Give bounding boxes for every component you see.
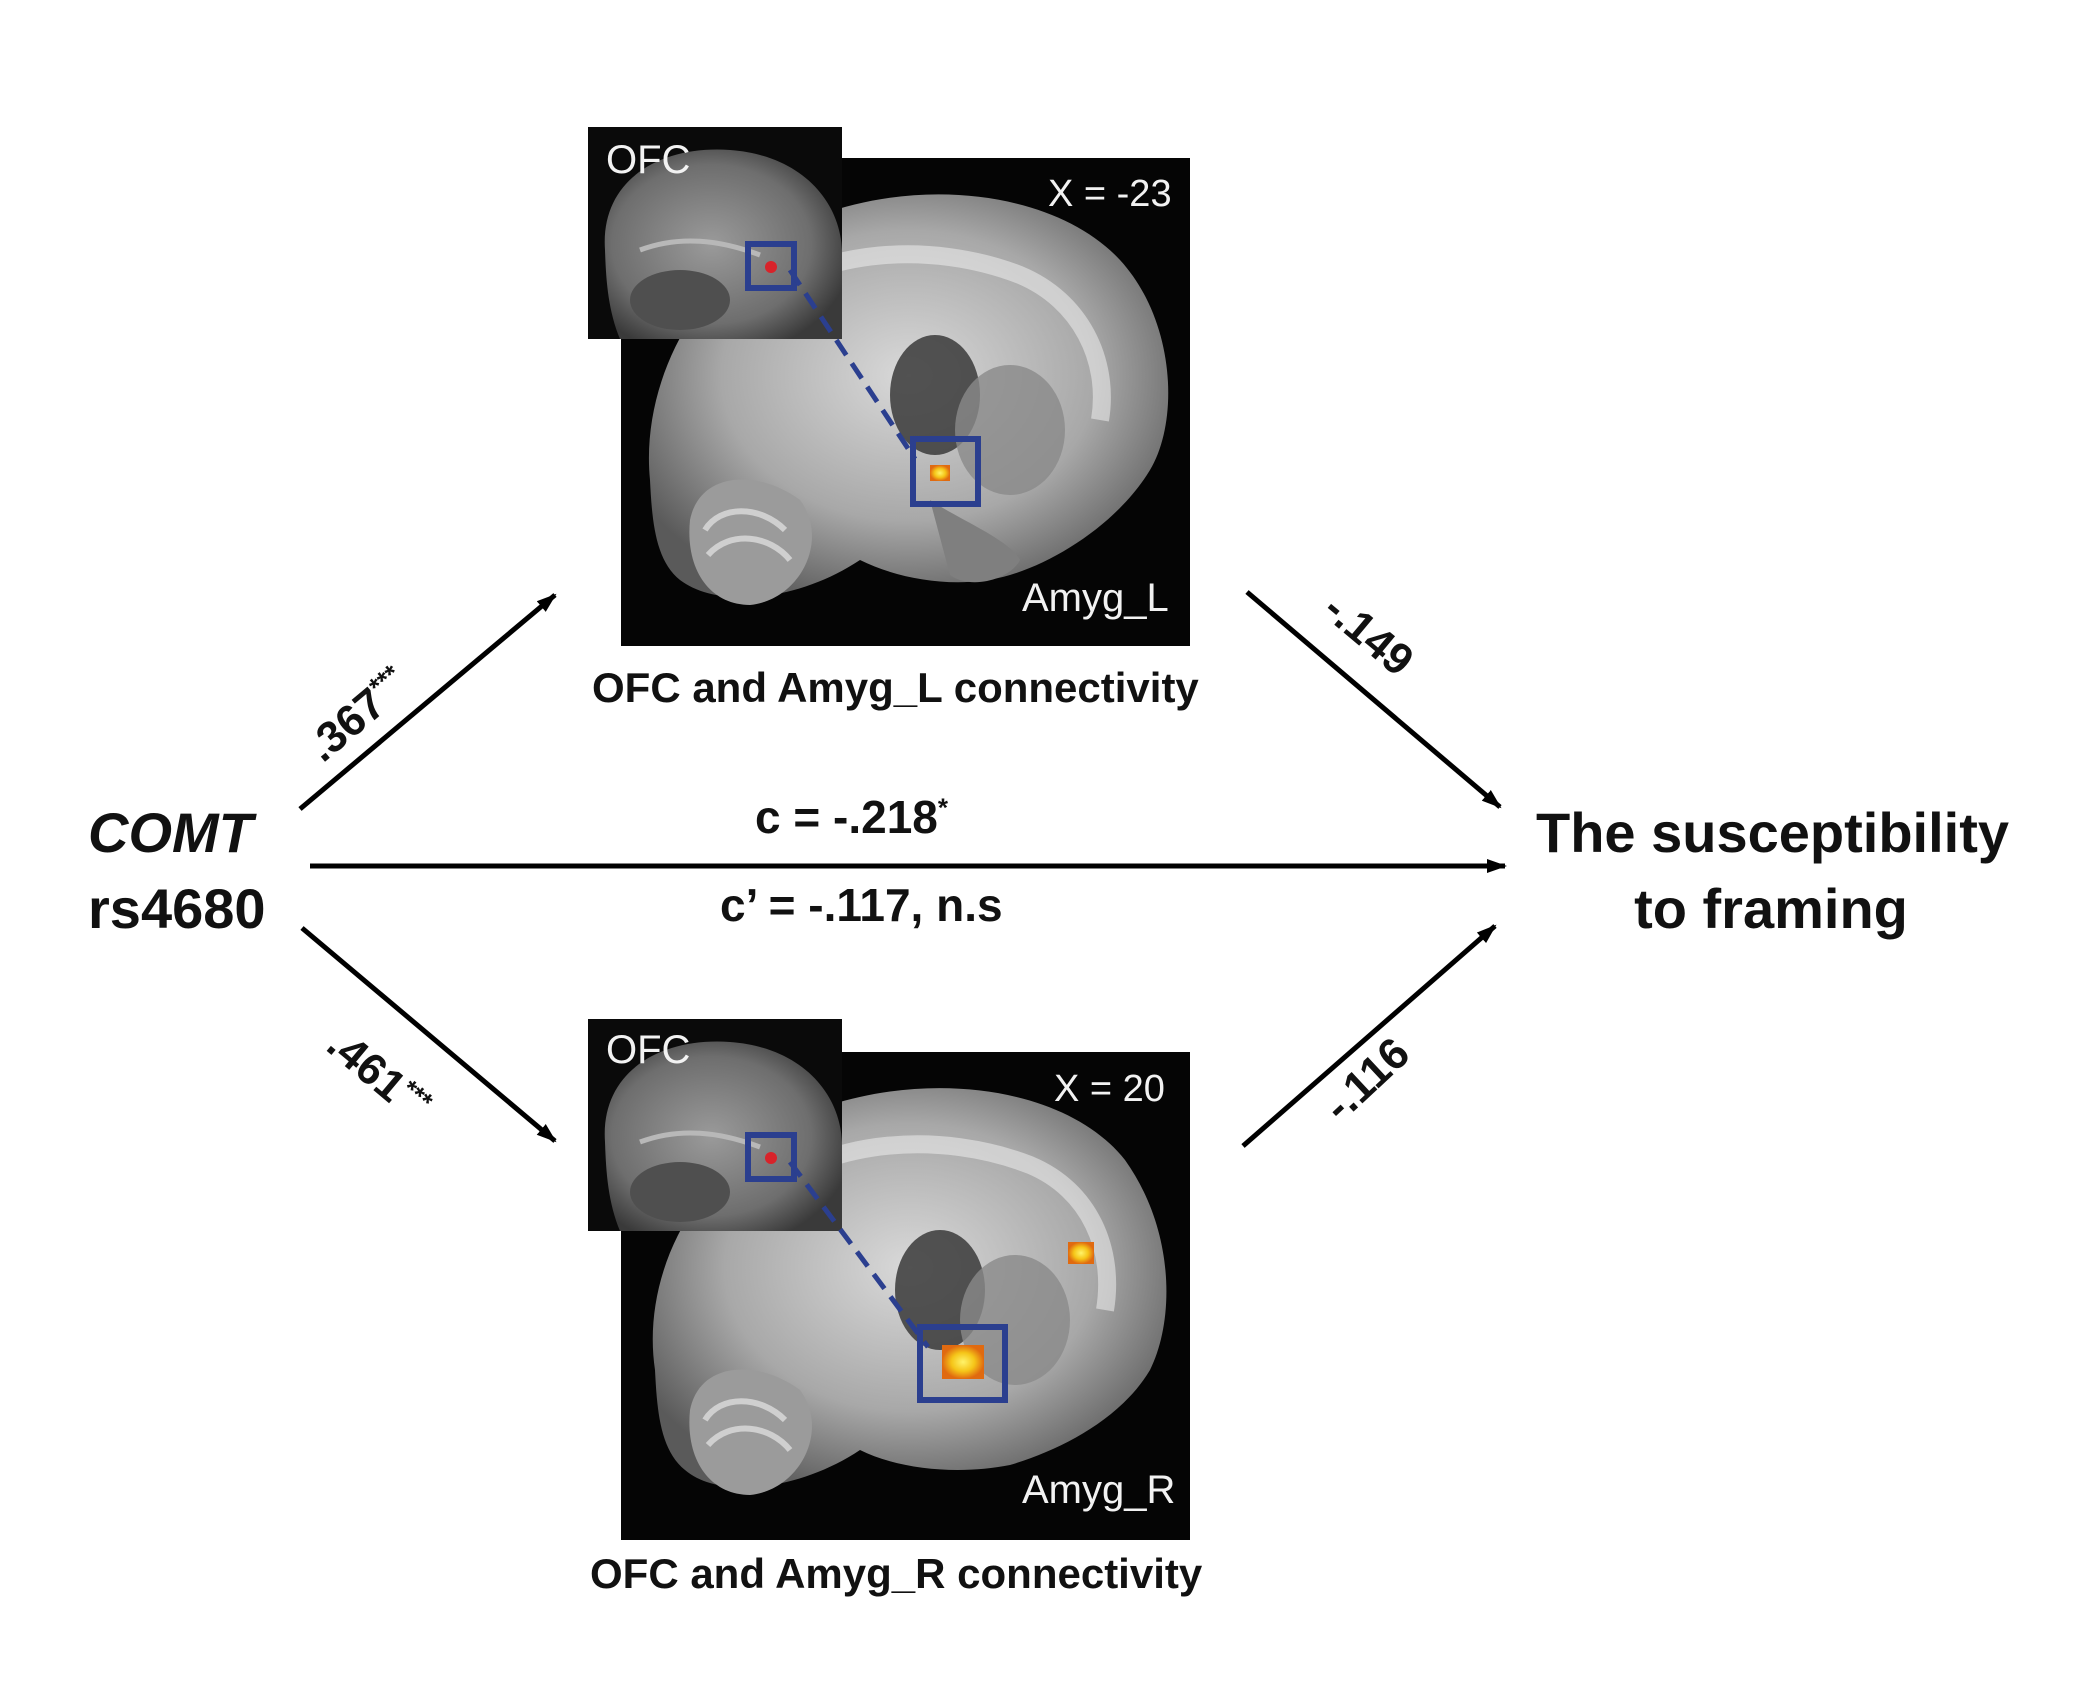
bottom-amygdala-roi-box (917, 1324, 1008, 1403)
direct-effect-label: c’ = -.117, n.s (720, 879, 1003, 931)
total-effect-label: c = -.218* (755, 790, 948, 844)
bottom-coordinate-label: X = 20 (1054, 1068, 1165, 1110)
arrow-b-bottom (1241, 924, 1497, 1148)
bottom-ofc-seed-dot (765, 1152, 777, 1164)
top-ofc-roi-box (745, 241, 797, 291)
bottom-ofc-roi-box (745, 1132, 797, 1182)
top-ofc-seed-dot (765, 261, 777, 273)
arrow-b-top (1245, 590, 1502, 809)
bottom-activation-cluster-amygdala (942, 1345, 984, 1379)
top-amygdala-roi-box (910, 436, 981, 507)
top-inset-ofc-label: OFC (606, 138, 691, 182)
top-connectivity-dashed-line (787, 268, 918, 461)
bottom-ofc-inset-brain (604, 1041, 842, 1231)
top-ofc-inset-brain (604, 149, 842, 339)
top-region-label: Amyg_L (1022, 576, 1169, 620)
bottom-mediator-caption: OFC and Amyg_R connectivity (590, 1550, 1203, 1597)
bottom-connectivity-dashed-line (787, 1160, 931, 1349)
arrow-a-top (298, 593, 557, 811)
outcome-label-line1: The susceptibility (1536, 801, 2009, 864)
bottom-inset-ofc-label: OFC (606, 1028, 691, 1072)
top-mediator-caption: OFC and Amyg_L connectivity (592, 664, 1199, 711)
predictor-snp-label: rs4680 (88, 877, 266, 940)
arrow-a-bottom (300, 926, 557, 1143)
bottom-activation-cluster-cortex (1068, 1242, 1094, 1264)
outcome-label-line2: to framing (1634, 877, 1908, 940)
total-effect-value: c = -.218 (755, 791, 938, 843)
predictor-gene-label: COMT (88, 801, 253, 864)
bottom-region-label: Amyg_R (1022, 1468, 1176, 1512)
total-effect-significance: * (937, 792, 948, 823)
top-coordinate-label: X = -23 (1048, 173, 1172, 215)
top-activation-cluster (930, 465, 950, 481)
